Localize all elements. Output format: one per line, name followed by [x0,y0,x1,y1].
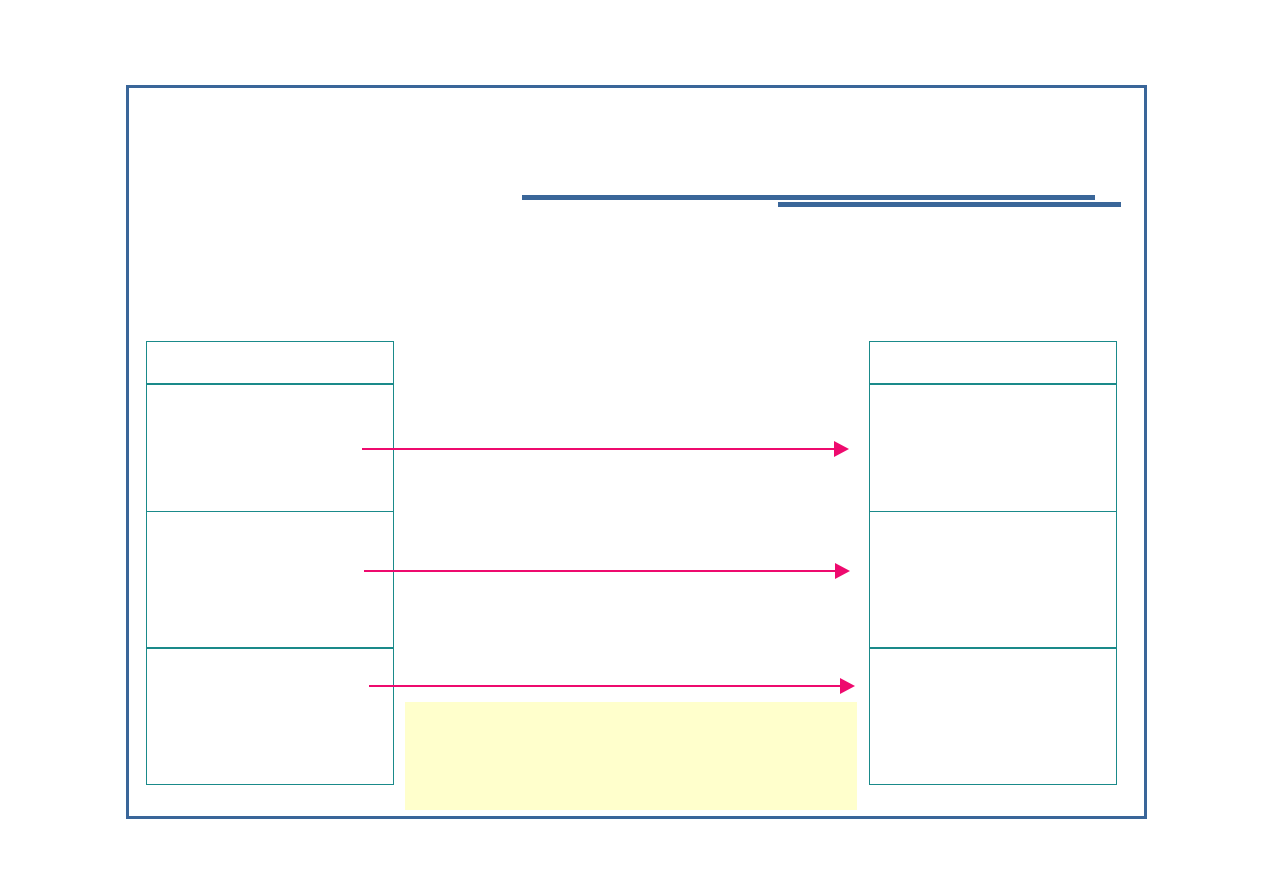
left-table-row-3 [147,649,393,786]
right-table-row-3 [870,649,1116,786]
left-table-header [147,342,393,385]
right-table-row-1 [870,385,1116,512]
right-table-row-2 [870,512,1116,649]
left-table-row-2 [147,512,393,649]
title-underline-upper [522,195,1095,200]
left-table-row-1 [147,385,393,512]
right-table [869,341,1117,785]
slide-frame [126,85,1147,819]
title-underline-lower [778,202,1121,207]
left-table [146,341,394,785]
right-table-header [870,342,1116,385]
note-box [405,702,857,810]
